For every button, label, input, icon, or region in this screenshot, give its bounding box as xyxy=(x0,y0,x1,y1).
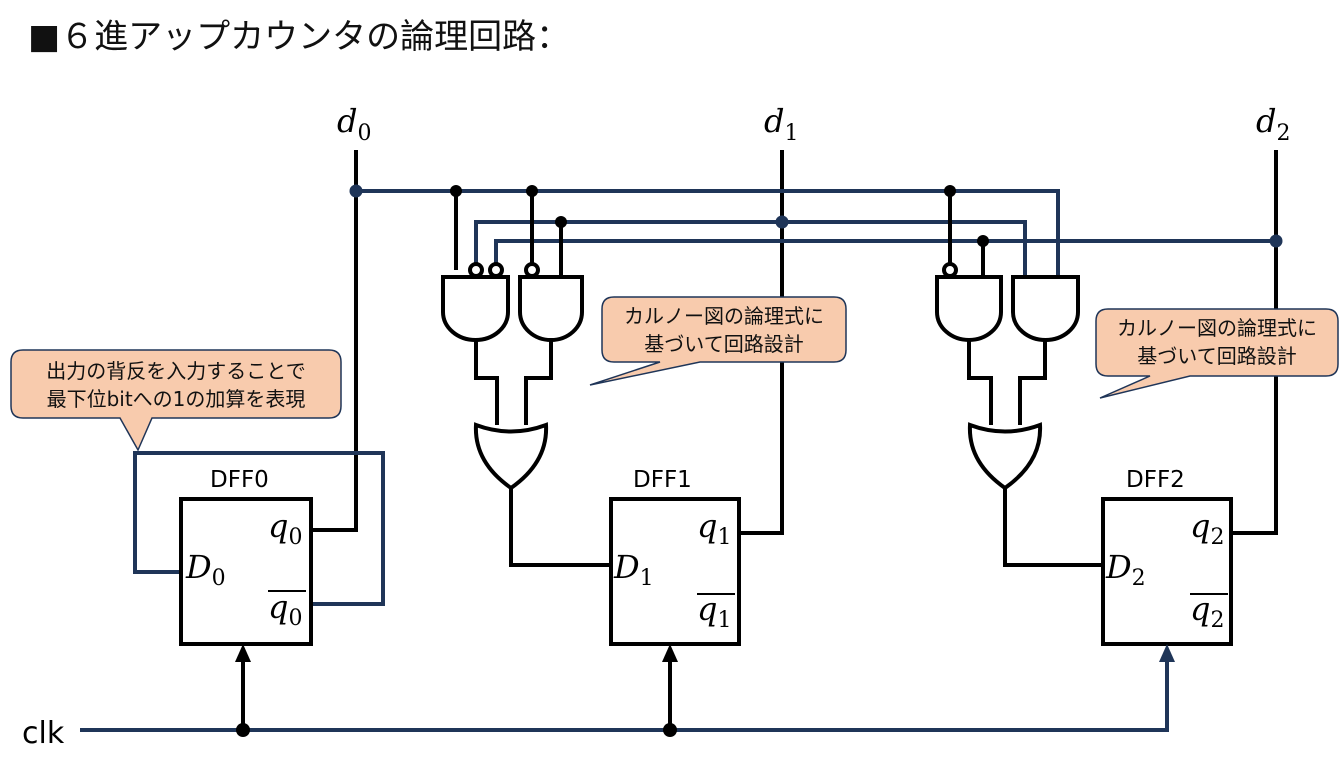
dff0-d-label: D0 xyxy=(185,548,226,591)
dff0: DFF0 D0 q0 q0 xyxy=(179,467,313,646)
dff0-name: DFF0 xyxy=(210,467,269,493)
dff2-d-label: D2 xyxy=(1105,548,1146,591)
callout-karnaugh-1: カルノー図の論理式に 基づいて回路設計 xyxy=(589,296,847,386)
dff2: DFF2 D2 q2 q2 xyxy=(1101,467,1233,646)
junction-dot xyxy=(236,723,250,737)
dff1-q-label: q1 xyxy=(697,507,731,550)
output-label-d2: d2 xyxy=(1256,102,1290,146)
dff1: DFF1 D1 q1 q1 xyxy=(609,467,741,646)
junction-dots xyxy=(349,184,1283,248)
dff1-d-label: D1 xyxy=(613,548,654,591)
svg-text:カルノー図の論理式に: カルノー図の論理式に xyxy=(624,304,824,328)
dff1-qbar-label: q1 xyxy=(697,590,731,633)
output-label-d1: d1 xyxy=(764,102,798,146)
and-to-or-wire xyxy=(967,340,993,425)
inverter-bubble xyxy=(468,262,484,278)
or-to-d2-wire xyxy=(1003,488,1104,567)
dff2-name: DFF2 xyxy=(1126,467,1185,493)
and-gate-2b xyxy=(1011,275,1080,342)
clock-label: clk xyxy=(22,716,65,751)
svg-text:カルノー図の論理式に: カルノー図の論理式に xyxy=(1117,316,1317,340)
output-wires xyxy=(312,150,1278,535)
clock-arrow-dff2 xyxy=(1159,644,1175,662)
or-gate-1 xyxy=(473,422,549,491)
clock-arrow-dff1 xyxy=(662,644,678,662)
bus-wires xyxy=(356,189,1276,277)
dff2-q-label: q2 xyxy=(1190,507,1224,550)
and-gate-1a xyxy=(441,275,510,342)
dff2-qbar-label: q2 xyxy=(1190,590,1224,633)
inverter-bubble xyxy=(942,262,958,278)
svg-text:最下位bitへの1の加算を表現: 最下位bitへの1の加算を表現 xyxy=(47,387,306,411)
svg-text:出力の背反を入力することで: 出力の背反を入力することで xyxy=(46,359,305,383)
svg-text:基づいて回路設計: 基づいて回路設計 xyxy=(1137,344,1296,368)
dff0-qbar-label: q0 xyxy=(268,588,302,631)
dff0-q-label: q0 xyxy=(268,507,302,550)
inverter-bubble xyxy=(524,262,540,278)
clock-line xyxy=(80,660,1169,732)
or-gate-2 xyxy=(967,422,1043,491)
junction-dot xyxy=(663,723,677,737)
dff0-feedback-wire xyxy=(133,451,385,606)
and-gate-2a xyxy=(935,275,1003,342)
inverter-bubble xyxy=(488,262,504,278)
and-gate-1b xyxy=(518,275,584,342)
output-label-d0: d0 xyxy=(337,102,371,146)
page-title: ■６進アップカウンタの論理回路： xyxy=(28,17,570,57)
and-to-or-wire xyxy=(474,340,499,425)
dff1-name: DFF1 xyxy=(633,467,692,493)
and-to-or-wire xyxy=(524,340,553,425)
or-to-d1-wire xyxy=(509,488,612,567)
callout-karnaugh-2: カルノー図の論理式に 基づいて回路設計 xyxy=(1095,308,1339,399)
clock-arrow-dff0 xyxy=(235,644,251,662)
svg-text:基づいて回路設計: 基づいて回路設計 xyxy=(644,332,803,356)
callout-dff0: 出力の背反を入力することで 最下位bitへの1の加算を表現 xyxy=(10,349,342,452)
and-to-or-wire xyxy=(1018,340,1047,425)
